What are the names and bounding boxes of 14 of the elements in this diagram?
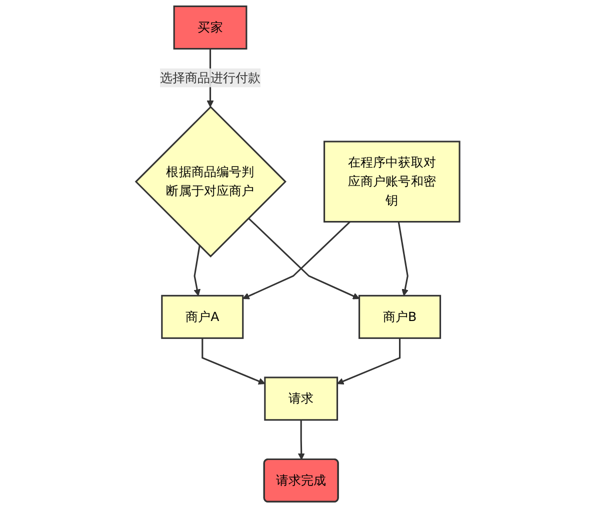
edge-label: 选择商品进行付款 — [160, 70, 260, 85]
node-box: 买家 — [173, 6, 247, 50]
arrow — [242, 221, 350, 300]
node-box: 商户A — [160, 294, 244, 339]
arrow — [398, 222, 408, 296]
arrow — [248, 218, 360, 300]
arrow — [201, 338, 265, 385]
node-box: 商户B — [358, 294, 441, 339]
arrow — [336, 338, 400, 385]
arrow — [193, 246, 200, 296]
node-box: 在程序中获取对应商户账号和密钥 — [323, 140, 460, 223]
node-box: 请求 — [264, 376, 338, 421]
node-diamond: 根据商品编号判断属于对应商户 — [134, 106, 286, 258]
arrow — [298, 420, 305, 460]
